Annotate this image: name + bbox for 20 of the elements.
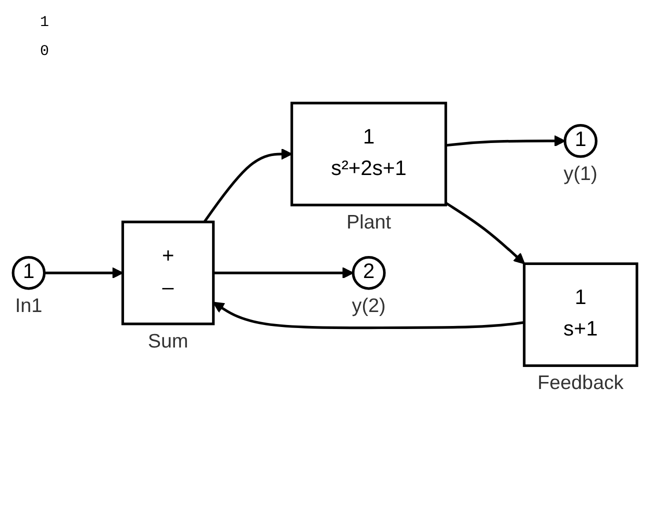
block-box: 1 s+1 — [522, 262, 638, 367]
signal-arrow — [203, 148, 292, 223]
block-box: 1 s²+2s+1 — [290, 102, 448, 206]
block-box: + – — [121, 220, 215, 326]
signal-arrow — [212, 302, 524, 330]
port-circle: 1 — [564, 124, 598, 158]
signal-arrow — [446, 135, 566, 147]
block-name: Sum — [148, 330, 188, 352]
signal-arrow — [445, 202, 525, 264]
block-name: y(2) — [352, 295, 386, 318]
signal-arrow — [44, 267, 124, 279]
block-name: Plant — [346, 212, 392, 234]
block-name: Feedback — [538, 372, 624, 394]
block-name: y(1) — [564, 163, 598, 186]
block-name: In1 — [15, 295, 42, 318]
value-label: 1 — [40, 14, 50, 31]
port-circle: 1 — [12, 256, 46, 290]
port-circle: 2 — [352, 256, 386, 290]
value-label: 0 — [40, 43, 50, 60]
signal-arrow — [213, 267, 354, 279]
